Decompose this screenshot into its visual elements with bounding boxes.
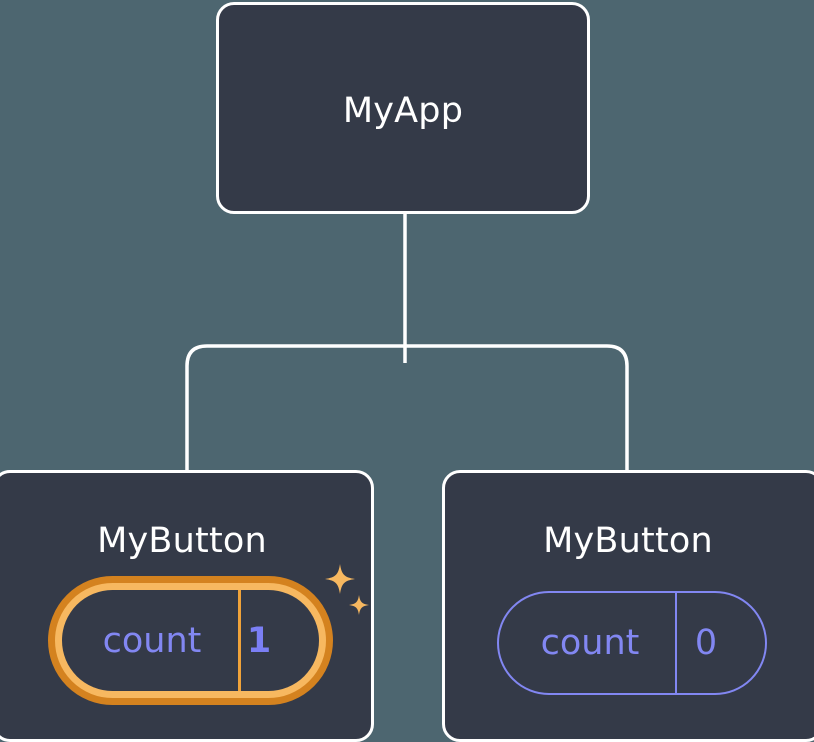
node-title-mybutton-left: MyButton <box>97 521 267 561</box>
state-pill-value-count: 0 <box>675 593 765 693</box>
node-title-mybutton-right: MyButton <box>543 521 713 561</box>
node-card-myapp[interactable]: MyApp <box>216 2 590 214</box>
state-pill-label-count: count <box>102 620 202 661</box>
state-pill-count-highlighted[interactable]: count 1 <box>48 576 333 705</box>
node-title-myapp: MyApp <box>342 91 464 131</box>
node-card-mybutton-highlighted[interactable]: MyButton count 1 <box>0 470 374 742</box>
connector-branch-bar <box>185 344 629 472</box>
state-pill-count-plain[interactable]: count 0 <box>497 591 767 695</box>
state-pill-inner: count 1 <box>62 590 319 691</box>
node-card-mybutton-plain[interactable]: MyButton count 0 <box>442 470 814 742</box>
state-pill-value-count: 1 <box>238 590 319 691</box>
state-pill-label-count: count <box>540 623 640 663</box>
